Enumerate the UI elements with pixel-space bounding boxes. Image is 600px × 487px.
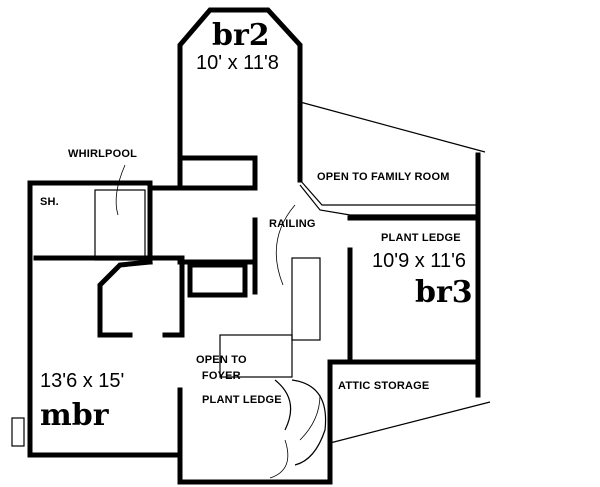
br3-name: br3 [415,275,473,310]
railing-label: RAILING [269,218,316,230]
stairs [219,257,327,466]
plant-ledge-lower-label: PLANT LEDGE [202,394,282,406]
mbr-name: mbr [40,398,109,433]
mbr-size: 13'6 x 15' [40,370,125,392]
whirlpool-label: WHIRLPOOL [68,148,138,160]
br2-name: br2 [212,18,270,53]
arrows [115,164,321,479]
attic-storage-label: ATTIC STORAGE [338,380,430,392]
br2-size: 10' x 11'8 [196,52,279,74]
br3-size: 10'9 x 11'6 [372,250,467,272]
walls [11,7,491,485]
open-family-label: OPEN TO FAMILY ROOM [317,171,450,183]
open-foyer-label: OPEN TO FOYER [196,354,247,382]
shower-label: SH. [40,196,59,208]
plant-ledge-upper-label: PLANT LEDGE [381,232,461,244]
